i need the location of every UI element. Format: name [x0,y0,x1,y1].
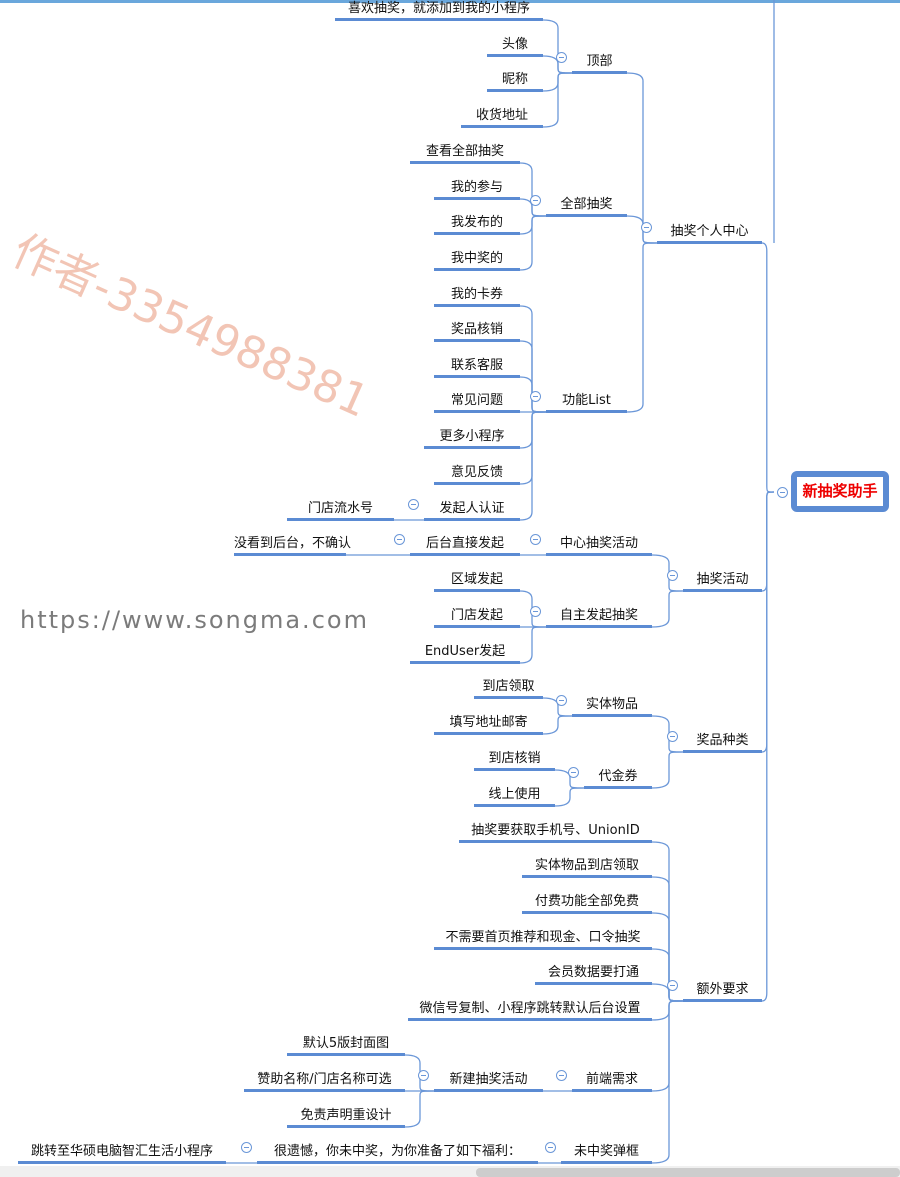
node-a2b[interactable]: 我的参与 [434,178,520,200]
node-d7a3[interactable]: 免责声明重设计 [287,1106,405,1128]
node-a3c[interactable]: 联系客服 [434,356,520,378]
collapse-icon[interactable] [667,731,678,742]
collapse-icon[interactable] [394,534,405,545]
node-a2[interactable]: 全部抽奖 [546,195,627,217]
connector-b2 [651,590,684,628]
node-d8a1[interactable]: 跳转至华硕电脑智汇生活小程序 [18,1142,226,1164]
collapse-icon[interactable] [667,980,678,991]
node-d[interactable]: 额外要求 [683,980,762,1002]
collapse-icon[interactable] [530,606,541,617]
node-d7a[interactable]: 新建抽奖活动 [434,1070,543,1092]
collapse-icon[interactable] [556,1070,567,1081]
connector-b [761,491,775,592]
node-b2b[interactable]: 门店发起 [434,606,520,628]
node-a2c[interactable]: 我发布的 [434,213,520,235]
node-c1a[interactable]: 到店领取 [474,677,543,699]
connector-d [761,491,775,1002]
scrollbar-thumb[interactable] [476,1168,900,1177]
node-a2a[interactable]: 查看全部抽奖 [410,142,520,164]
node-a3g1[interactable]: 门店流水号 [287,499,394,521]
connector-a3g [519,411,547,521]
collapse-icon[interactable] [556,52,567,63]
node-a3e[interactable]: 更多小程序 [424,427,520,449]
connector-d6 [651,1000,684,1021]
node-d6[interactable]: 微信号复制、小程序跳转默认后台设置 [408,999,652,1021]
node-a3b[interactable]: 奖品核销 [434,320,520,342]
connector-a2d [519,215,547,271]
node-a3g[interactable]: 发起人认证 [424,499,520,521]
node-c[interactable]: 奖品种类 [683,731,762,753]
node-c2[interactable]: 代金券 [584,767,652,789]
node-a3a[interactable]: 我的卡券 [434,285,520,307]
connector-a [761,242,775,493]
node-c1[interactable]: 实体物品 [572,695,652,717]
connector-a2a [519,162,547,217]
node-b2[interactable]: 自主发起抽奖 [546,606,652,628]
collapse-icon[interactable] [408,499,419,510]
node-a3d[interactable]: 常见问题 [434,391,520,413]
node-d5[interactable]: 会员数据要打通 [535,963,652,985]
collapse-icon[interactable] [568,767,579,778]
collapse-icon[interactable] [530,195,541,206]
node-d8[interactable]: 未中奖弹框 [561,1142,652,1164]
connector-a1 [626,72,658,244]
connector-c2 [651,751,684,789]
node-b1a1[interactable]: 没看到后台，不确认 [234,534,351,556]
node-d7[interactable]: 前端需求 [572,1070,652,1092]
node-b1a[interactable]: 后台直接发起 [410,534,520,556]
connector-b2c [519,626,547,664]
node-a1d[interactable]: 收货地址 [461,106,543,128]
connector-c2b [554,787,585,807]
node-b2c[interactable]: EndUser发起 [410,642,520,664]
node-a[interactable]: 抽奖个人中心 [657,222,762,244]
collapse-icon[interactable] [530,534,541,545]
node-b[interactable]: 抽奖活动 [683,570,762,592]
connector-c1b [542,715,573,735]
connector-c [761,491,775,753]
node-d1[interactable]: 抽奖要获取手机号、UnionID [459,821,652,843]
root-node[interactable]: 新抽奖助手 [791,471,889,512]
node-c2a[interactable]: 到店核销 [474,749,555,771]
node-a1b[interactable]: 头像 [487,35,543,57]
collapse-icon[interactable] [545,1142,556,1153]
node-a2d[interactable]: 我中奖的 [434,249,520,271]
node-b2a[interactable]: 区域发起 [434,570,520,592]
node-c2b[interactable]: 线上使用 [474,785,555,807]
node-a3[interactable]: 功能List [546,391,627,413]
node-a1c[interactable]: 昵称 [487,70,543,92]
node-d3[interactable]: 付费功能全部免费 [522,892,652,914]
horizontal-scrollbar[interactable] [0,1166,900,1177]
node-d4[interactable]: 不需要首页推荐和现金、口令抽奖 [434,928,652,950]
collapse-icon[interactable] [667,570,678,581]
connector-d1 [651,841,684,1002]
root-collapse-icon[interactable] [777,487,788,498]
connector-d7a3 [404,1090,435,1128]
connector-d7 [651,1000,684,1092]
node-a1[interactable]: 顶部 [572,52,627,74]
node-d7a2[interactable]: 赞助名称/门店名称可选 [244,1070,405,1092]
connector-d4 [651,948,684,1002]
connector-d8 [651,1000,684,1164]
node-c1b[interactable]: 填写地址邮寄 [434,713,543,735]
connector-a3e [519,411,547,449]
node-b1[interactable]: 中心抽奖活动 [546,534,652,556]
node-a1a[interactable]: 喜欢抽奖，就添加到我的小程序 [335,0,543,21]
connector-a3 [626,242,658,413]
connector-a1d [542,72,573,128]
node-d8a[interactable]: 很遗憾，你未中奖，为你准备了如下福利： [257,1142,538,1164]
collapse-icon[interactable] [641,222,652,233]
collapse-icon[interactable] [418,1070,429,1081]
collapse-icon[interactable] [530,391,541,402]
collapse-icon[interactable] [241,1142,252,1153]
node-d2[interactable]: 实体物品到店领取 [522,856,652,878]
node-d7a1[interactable]: 默认5版封面图 [287,1034,405,1056]
collapse-icon[interactable] [556,695,567,706]
node-a3f[interactable]: 意见反馈 [434,463,520,485]
window-top-border [0,0,900,3]
